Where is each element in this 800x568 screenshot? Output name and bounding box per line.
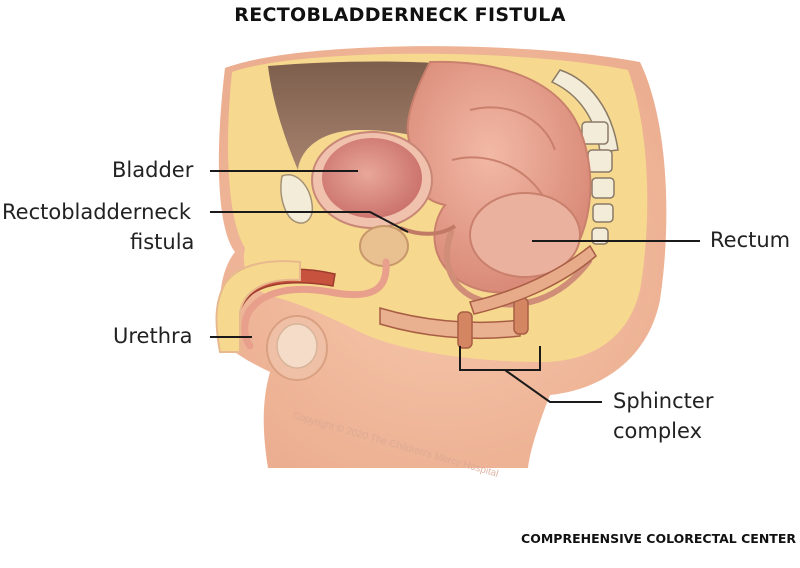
- label-sphincter-line2: complex: [613, 418, 702, 445]
- label-urethra: Urethra: [113, 323, 193, 350]
- label-sphincter-line1: Sphincter: [613, 388, 713, 415]
- label-fistula-line1: Rectobladderneck: [2, 199, 191, 226]
- footer-center-name: COMPREHENSIVE COLORECTAL CENTER: [521, 531, 796, 546]
- label-rectum: Rectum: [710, 227, 790, 254]
- label-bladder: Bladder: [112, 157, 193, 184]
- label-fistula-line2: fistula: [130, 229, 194, 256]
